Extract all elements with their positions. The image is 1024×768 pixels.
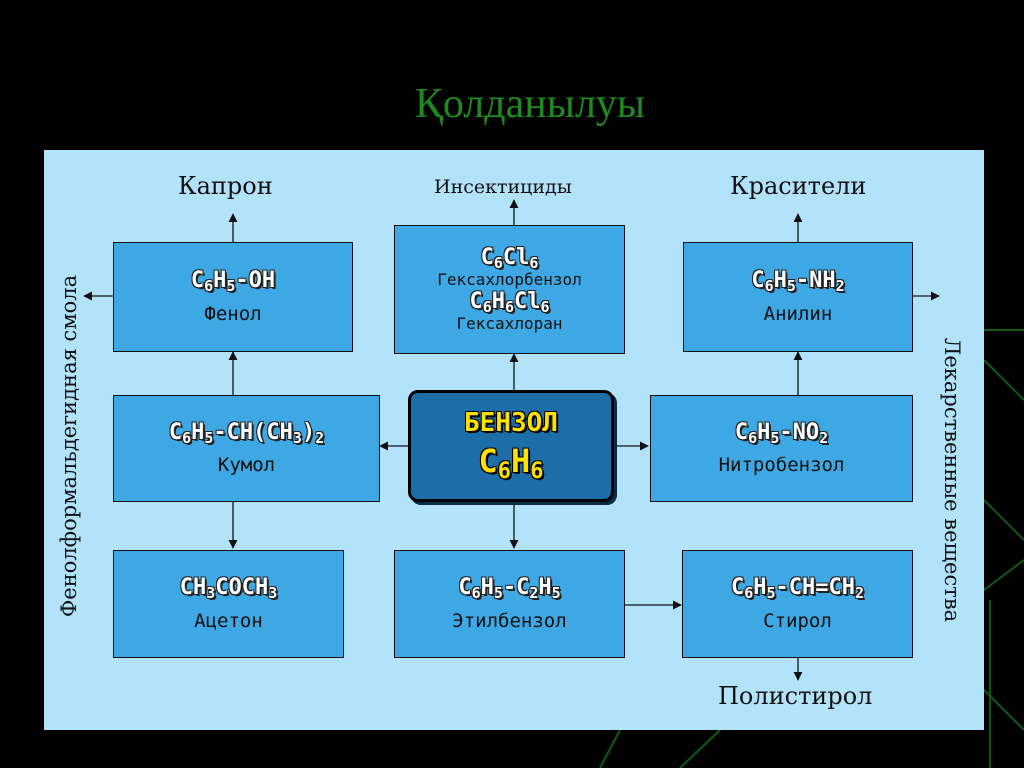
box-styrene: C6H5-CH=CH2 Стирол [682, 550, 913, 658]
formula-aniline: C6H5-NH2 [751, 268, 845, 296]
deco-line [983, 559, 1024, 591]
box-phenol: C6H5-OH Фенол [113, 242, 353, 352]
name-hexachlorane: Гексахлоран [456, 314, 563, 333]
formula-hexachlorobenzene: C6Cl6 [480, 244, 539, 272]
label-polystyrene: Полистирол [718, 682, 873, 710]
box-ethylbenzene: C6H5-C2H5 Этилбензол [394, 550, 625, 658]
deco-line [679, 729, 721, 768]
label-insecticides: Инсектициды [434, 176, 572, 198]
name-ethylbenzene: Этилбензол [452, 609, 567, 632]
formula-nitrobenzene: C6H5-NO2 [734, 419, 829, 447]
diagram-panel: Капрон Инсектициды Красители Полистирол … [44, 150, 984, 730]
name-acetone: Ацетон [194, 609, 263, 632]
box-nitrobenzene: C6H5-NO2 Нитробензол [650, 395, 913, 502]
formula-phenol: C6H5-OH [190, 268, 276, 296]
formula-cumene: C6H5-CH(CH3)2 [168, 419, 325, 447]
name-nitrobenzene: Нитробензол [718, 454, 845, 477]
label-medicines: Лекарственные вещества [940, 337, 964, 623]
name-cumene: Кумол [217, 454, 276, 477]
box-acetone: CH3COCH3 Ацетон [113, 550, 344, 658]
label-phenol-resin: Фенолформальдегидная смола [57, 274, 81, 618]
box-aniline: C6H5-NH2 Анилин [683, 242, 913, 352]
label-dyes: Красители [730, 172, 867, 200]
box-benzene: БЕНЗОЛ C6H6 [408, 390, 614, 502]
formula-styrene: C6H5-CH=CH2 [730, 575, 865, 603]
benzene-title: БЕНЗОЛ [464, 408, 558, 438]
arrows-layer [83, 199, 940, 681]
name-phenol: Фенол [204, 302, 262, 325]
page-title: Қолданылуы [414, 81, 646, 127]
name-aniline: Анилин [763, 302, 833, 325]
formula-ethylbenzene: C6H5-C2H5 [458, 575, 561, 603]
deco-line [599, 729, 621, 768]
name-hexachlorobenzene: Гексахлорбензол [437, 270, 582, 290]
benzene-formula: C6H6 [478, 442, 544, 484]
box-hexa: C6Cl6 Гексахлорбензол C6H6Cl6 Гексахлора… [394, 225, 625, 354]
formula-hexachlorane: C6H6Cl6 [469, 288, 550, 316]
box-cumene: C6H5-CH(CH3)2 Кумол [113, 395, 380, 502]
name-styrene: Стирол [763, 609, 832, 632]
deco-line [983, 359, 1024, 401]
label-capron: Капрон [178, 172, 273, 200]
formula-acetone: CH3COCH3 [179, 575, 278, 603]
deco-line [983, 499, 1024, 541]
